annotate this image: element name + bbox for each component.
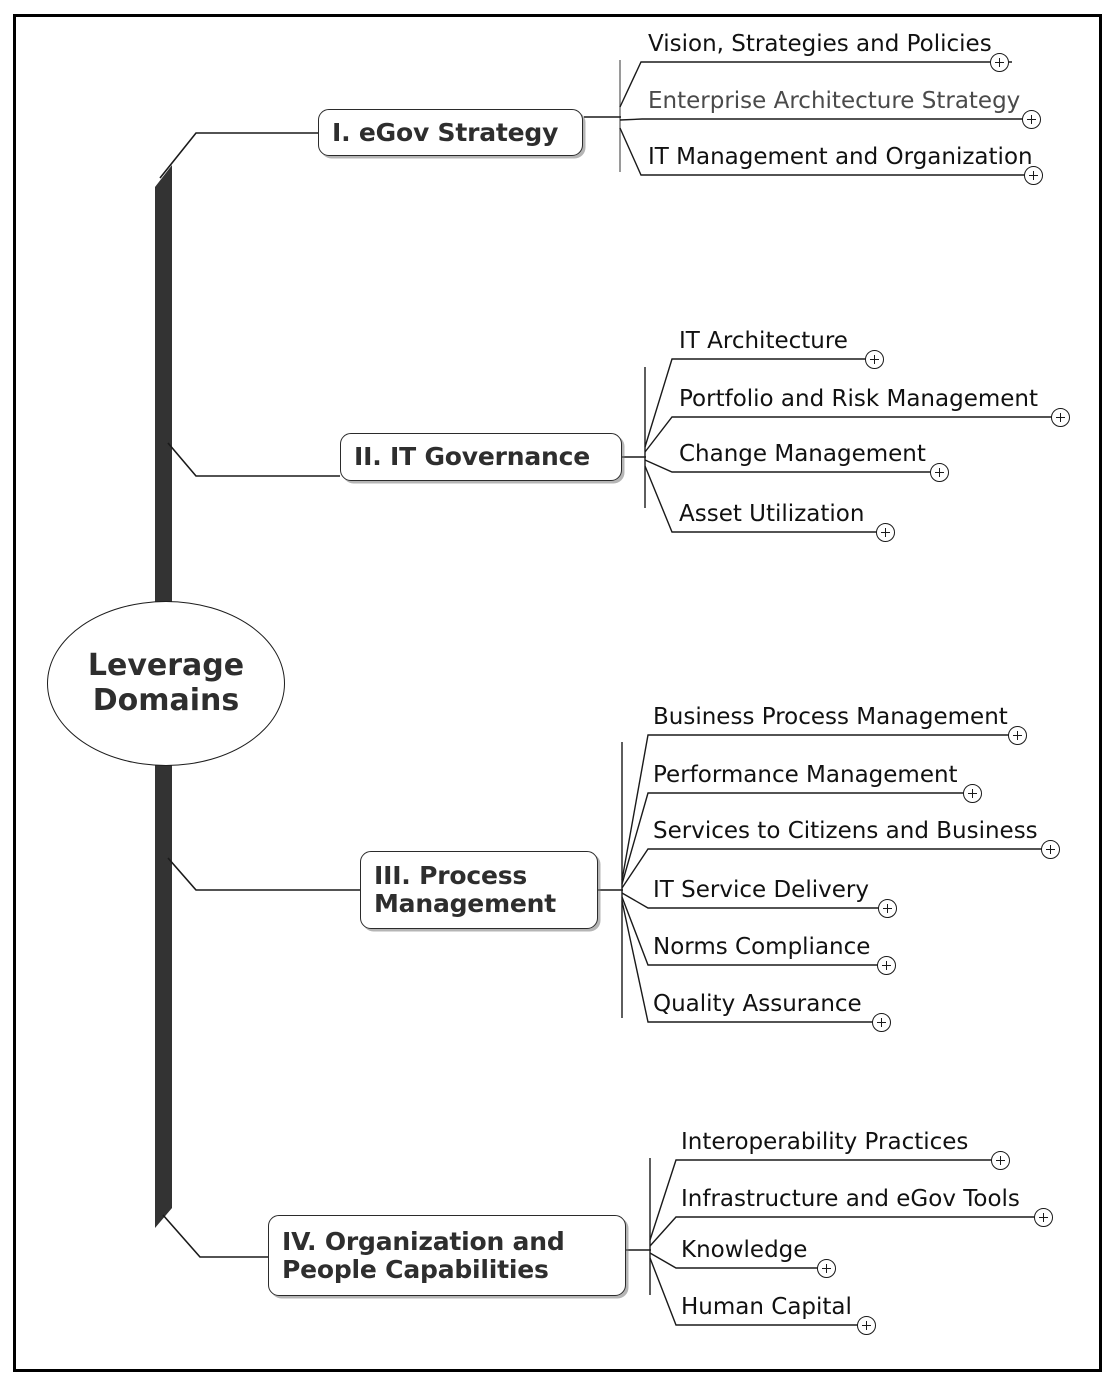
leaf-connector-2-4 [644, 465, 883, 533]
branch-node-label: IV. Organization and People Capabilities [282, 1226, 565, 1284]
connector-branch-4 [162, 1214, 268, 1258]
branch-node-label: I. eGov Strategy [332, 117, 559, 147]
leaf-item[interactable]: Human Capital [681, 1294, 876, 1335]
leaf-item[interactable]: IT Service Delivery [653, 877, 897, 918]
branch-node-it-governance[interactable]: II. IT Governance [340, 433, 622, 481]
leaf-label: IT Management and Organization [648, 144, 1033, 170]
plus-icon[interactable] [1034, 1208, 1053, 1227]
plus-icon[interactable] [991, 1151, 1010, 1170]
leaf-label: Quality Assurance [653, 991, 862, 1017]
leaf-connector-4-2 [649, 1216, 1043, 1247]
leaf-item[interactable]: IT Management and Organization [648, 144, 1043, 185]
leaf-connector-1-1 [619, 61, 1012, 108]
leaf-connector-3-5 [621, 896, 884, 966]
leaf-connector-3-6 [621, 900, 879, 1023]
leaf-label: Enterprise Architecture Strategy [648, 88, 1021, 114]
leaf-connector-2-1 [644, 358, 872, 448]
leaf-connector-4-1 [649, 1159, 1000, 1241]
leaf-connector-2-3 [644, 459, 937, 473]
leaf-connector-3-2 [621, 792, 970, 885]
branch-node-label: II. IT Governance [354, 442, 590, 471]
leaf-item[interactable]: Quality Assurance [653, 991, 891, 1032]
leaf-connector-4-3 [649, 1252, 826, 1269]
leaf-connector-3-3 [621, 848, 1048, 889]
plus-icon[interactable] [1024, 166, 1043, 185]
plus-icon[interactable] [990, 53, 1009, 72]
plus-icon[interactable] [876, 523, 895, 542]
plus-icon[interactable] [857, 1316, 876, 1335]
branch-node-process-management[interactable]: III. Process Management [360, 851, 598, 929]
plus-icon[interactable] [865, 350, 884, 369]
leaf-item[interactable]: Interoperability Practices [681, 1129, 1010, 1170]
leaf-label: Business Process Management [653, 704, 1008, 730]
leaf-label: Services to Citizens and Business [653, 818, 1038, 844]
leaf-connector-1-2 [619, 118, 1040, 121]
plus-icon[interactable] [930, 463, 949, 482]
leaf-item[interactable]: Asset Utilization [679, 501, 895, 542]
leaf-connector-3-1 [621, 734, 1015, 881]
leaf-item[interactable]: Enterprise Architecture Strategy [648, 88, 1041, 129]
leaf-item[interactable]: Infrastructure and eGov Tools [681, 1186, 1053, 1227]
plus-icon[interactable] [877, 956, 896, 975]
branch-node-egov-strategy[interactable]: I. eGov Strategy [318, 109, 583, 156]
branch-node-label: III. Process Management [374, 861, 557, 918]
leaf-label: Change Management [679, 441, 926, 467]
leaf-connector-4-4 [649, 1257, 866, 1326]
plus-icon[interactable] [817, 1259, 836, 1278]
leaf-label: Performance Management [653, 762, 958, 788]
leaf-label: IT Architecture [679, 328, 848, 354]
root-node-leverage-domains[interactable]: Leverage Domains [47, 601, 285, 766]
plus-icon[interactable] [1041, 840, 1060, 859]
leaf-item[interactable]: Knowledge [681, 1237, 836, 1278]
leaf-label: Asset Utilization [679, 501, 865, 527]
leaf-item[interactable]: IT Architecture [679, 328, 884, 369]
leaf-label: Portfolio and Risk Management [679, 386, 1039, 412]
leaf-item[interactable]: Business Process Management [653, 704, 1027, 745]
plus-icon[interactable] [1051, 408, 1070, 427]
leaf-label: Human Capital [681, 1294, 852, 1320]
connector-branch-3 [167, 857, 360, 891]
leaf-item[interactable]: Change Management [679, 441, 949, 482]
leaf-label: Knowledge [681, 1237, 808, 1263]
plus-icon[interactable] [963, 784, 982, 803]
leaf-item[interactable]: Services to Citizens and Business [653, 818, 1060, 859]
plus-icon[interactable] [872, 1013, 891, 1032]
plus-icon[interactable] [1022, 110, 1041, 129]
leaf-item[interactable]: Portfolio and Risk Management [679, 386, 1070, 427]
branch-node-organization-people-capabilities[interactable]: IV. Organization and People Capabilities [268, 1215, 626, 1296]
connector-branch-1 [159, 132, 318, 179]
leaf-label: Norms Compliance [653, 934, 871, 960]
leaf-label: Vision, Strategies and Policies [648, 31, 992, 57]
plus-icon[interactable] [1008, 726, 1027, 745]
leaf-label: IT Service Delivery [653, 877, 869, 903]
leaf-item[interactable]: Performance Management [653, 762, 982, 803]
root-node-label: Leverage Domains [87, 647, 245, 718]
leaf-connector-1-3 [619, 127, 1043, 176]
leaf-item[interactable]: Norms Compliance [653, 934, 896, 975]
leaf-connector-2-2 [644, 416, 1058, 453]
leaf-connector-3-4 [621, 892, 885, 909]
leaf-label: Interoperability Practices [681, 1129, 969, 1155]
leaf-label: Infrastructure and eGov Tools [681, 1186, 1020, 1212]
plus-icon[interactable] [878, 899, 897, 918]
connector-branch-2 [167, 442, 340, 477]
leaf-item[interactable]: Vision, Strategies and Policies [648, 31, 1009, 72]
